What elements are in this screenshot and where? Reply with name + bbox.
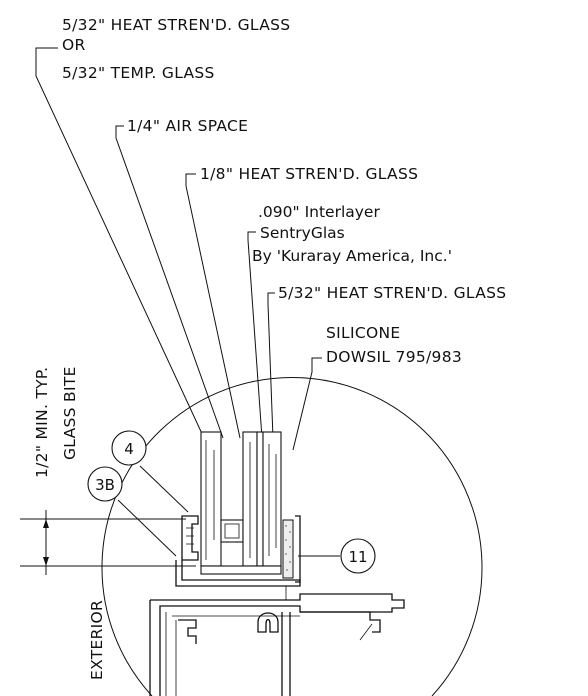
outer-glass-or: OR	[62, 36, 86, 54]
thermal-break	[257, 612, 279, 633]
silicone-label-2: DOWSIL 795/983	[326, 348, 462, 366]
silicone-leader	[292, 357, 322, 451]
air-space-leader	[115, 125, 224, 439]
setting-block	[200, 565, 282, 575]
interlayer-label-1: .090" Interlayer	[258, 203, 380, 221]
tag-4-text: 4	[124, 440, 134, 458]
glass-assembly	[200, 431, 294, 579]
glass-bite-min-label: 1/2" MIN. TYP.	[33, 367, 51, 478]
center-web	[281, 612, 291, 696]
outer-glass-label-2: 5/32" TEMP. GLASS	[62, 64, 215, 82]
tag-3b: 3B	[87, 466, 123, 502]
tag-4-leader	[139, 465, 189, 513]
tag-3b-text: 3B	[95, 476, 115, 494]
detail-circle	[101, 377, 483, 696]
inner-glass-leader	[185, 173, 241, 439]
tag-3b-circle	[87, 466, 123, 502]
tag-11-text: 11	[348, 548, 367, 566]
tag-4: 4	[111, 430, 147, 466]
interlayer-label-2: SentryGlas	[260, 224, 345, 242]
laminate-glass-lite	[262, 431, 282, 567]
outer-glass-label-1: 5/32" HEAT STREN'D. GLASS	[62, 16, 290, 34]
tag-3b-leader	[117, 499, 177, 557]
inner-glass-label: 1/8" HEAT STREN'D. GLASS	[200, 165, 418, 183]
bite-dimension	[20, 510, 196, 575]
spacer	[220, 519, 244, 543]
exterior-label: EXTERIOR	[88, 600, 106, 680]
interlayer-label-3: By 'Kuraray America, Inc.'	[252, 247, 452, 265]
interlayer	[256, 431, 264, 567]
aluminum-frame	[149, 515, 405, 696]
outer-glass-leader	[35, 47, 205, 439]
interior-stop	[295, 515, 301, 583]
tag-11: 11	[340, 538, 376, 574]
tag-11-circle	[340, 538, 376, 574]
silicone-bead	[282, 519, 294, 579]
laminate-glass-label: 5/32" HEAT STREN'D. GLASS	[278, 284, 506, 302]
air-space-label: 1/4" AIR SPACE	[127, 117, 248, 135]
silicone-label-1: SILICONE	[326, 324, 400, 342]
dim-arrow-bottom	[43, 557, 49, 566]
dim-arrow-top	[43, 519, 49, 528]
frame-flange	[150, 593, 405, 696]
interlayer-leader	[247, 231, 263, 439]
laminate-glass-leader	[267, 292, 275, 439]
glazing-pocket	[175, 560, 301, 587]
tag-4-circle	[111, 430, 147, 466]
leader-lines	[35, 47, 340, 557]
glass-bite-label: GLASS BITE	[61, 366, 79, 460]
exterior-gasket	[181, 515, 199, 561]
outer-glass-lite	[200, 431, 222, 567]
